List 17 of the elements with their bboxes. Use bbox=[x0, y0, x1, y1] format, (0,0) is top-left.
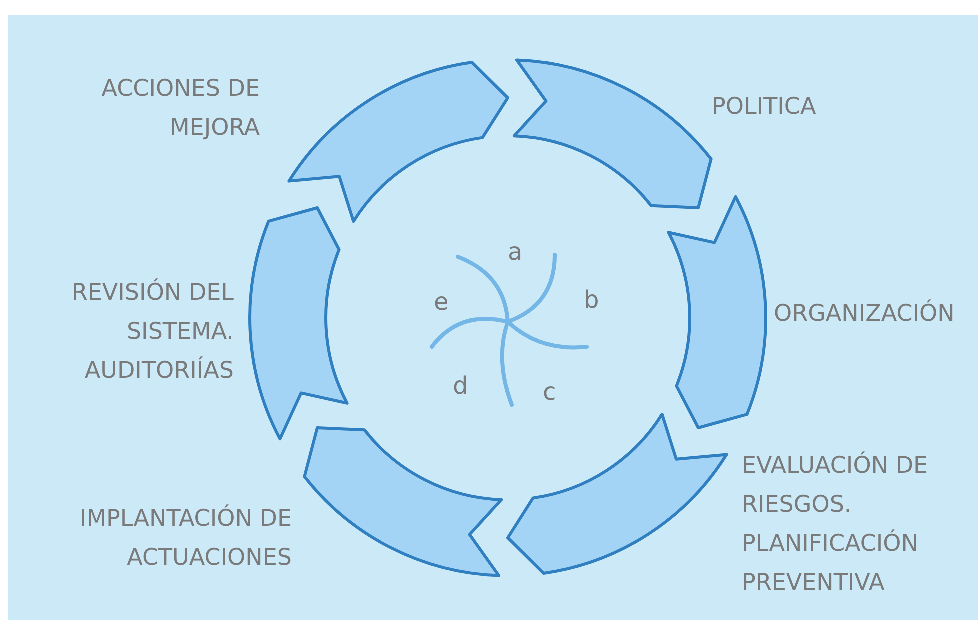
stage-label: ORGANIZACIÓN bbox=[774, 298, 956, 329]
stage-label: POLITICA bbox=[712, 93, 818, 122]
segment-letter: e bbox=[434, 288, 449, 316]
stage-label: REVISIÓN DEL SISTEMA. AUDITORIÍAS bbox=[70, 278, 234, 386]
segment-letter: b bbox=[584, 286, 600, 314]
stage-label: EVALUACIÓN DE RIESGOS. PLANIFICACIÓN PREVENTIVA bbox=[742, 450, 930, 598]
cycle-arrow-segment bbox=[288, 61, 510, 224]
segment-letter: a bbox=[508, 238, 523, 266]
segment-letter: d bbox=[453, 372, 468, 400]
cycle-arrow-segment bbox=[303, 426, 504, 578]
segment-letter: c bbox=[543, 378, 556, 406]
stage-label: ACCIONES DE MEJORA bbox=[100, 75, 260, 143]
cycle-arrow-segment bbox=[667, 195, 768, 430]
cycle-arrow-segment bbox=[512, 58, 713, 210]
cycle-arrow-segment bbox=[506, 412, 728, 575]
cycle-arrow-segment bbox=[248, 206, 349, 441]
stage-label: IMPLANTACIÓN DE ACTUACIONES bbox=[78, 504, 292, 573]
